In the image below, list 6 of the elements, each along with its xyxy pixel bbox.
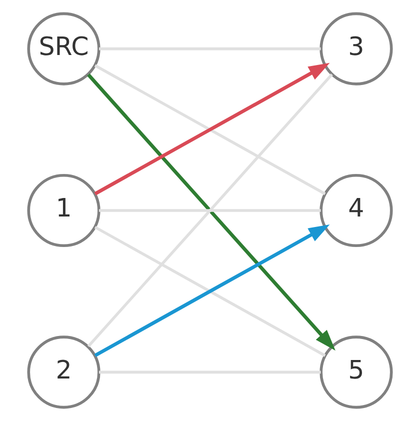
node-circle: 5 xyxy=(319,336,392,409)
node-circle: 3 xyxy=(319,12,392,86)
node-circle: 2 xyxy=(26,336,100,409)
node-circle: 1 xyxy=(26,174,100,248)
node-circle: 4 xyxy=(319,174,392,248)
node-circle: SRC xyxy=(26,12,100,86)
